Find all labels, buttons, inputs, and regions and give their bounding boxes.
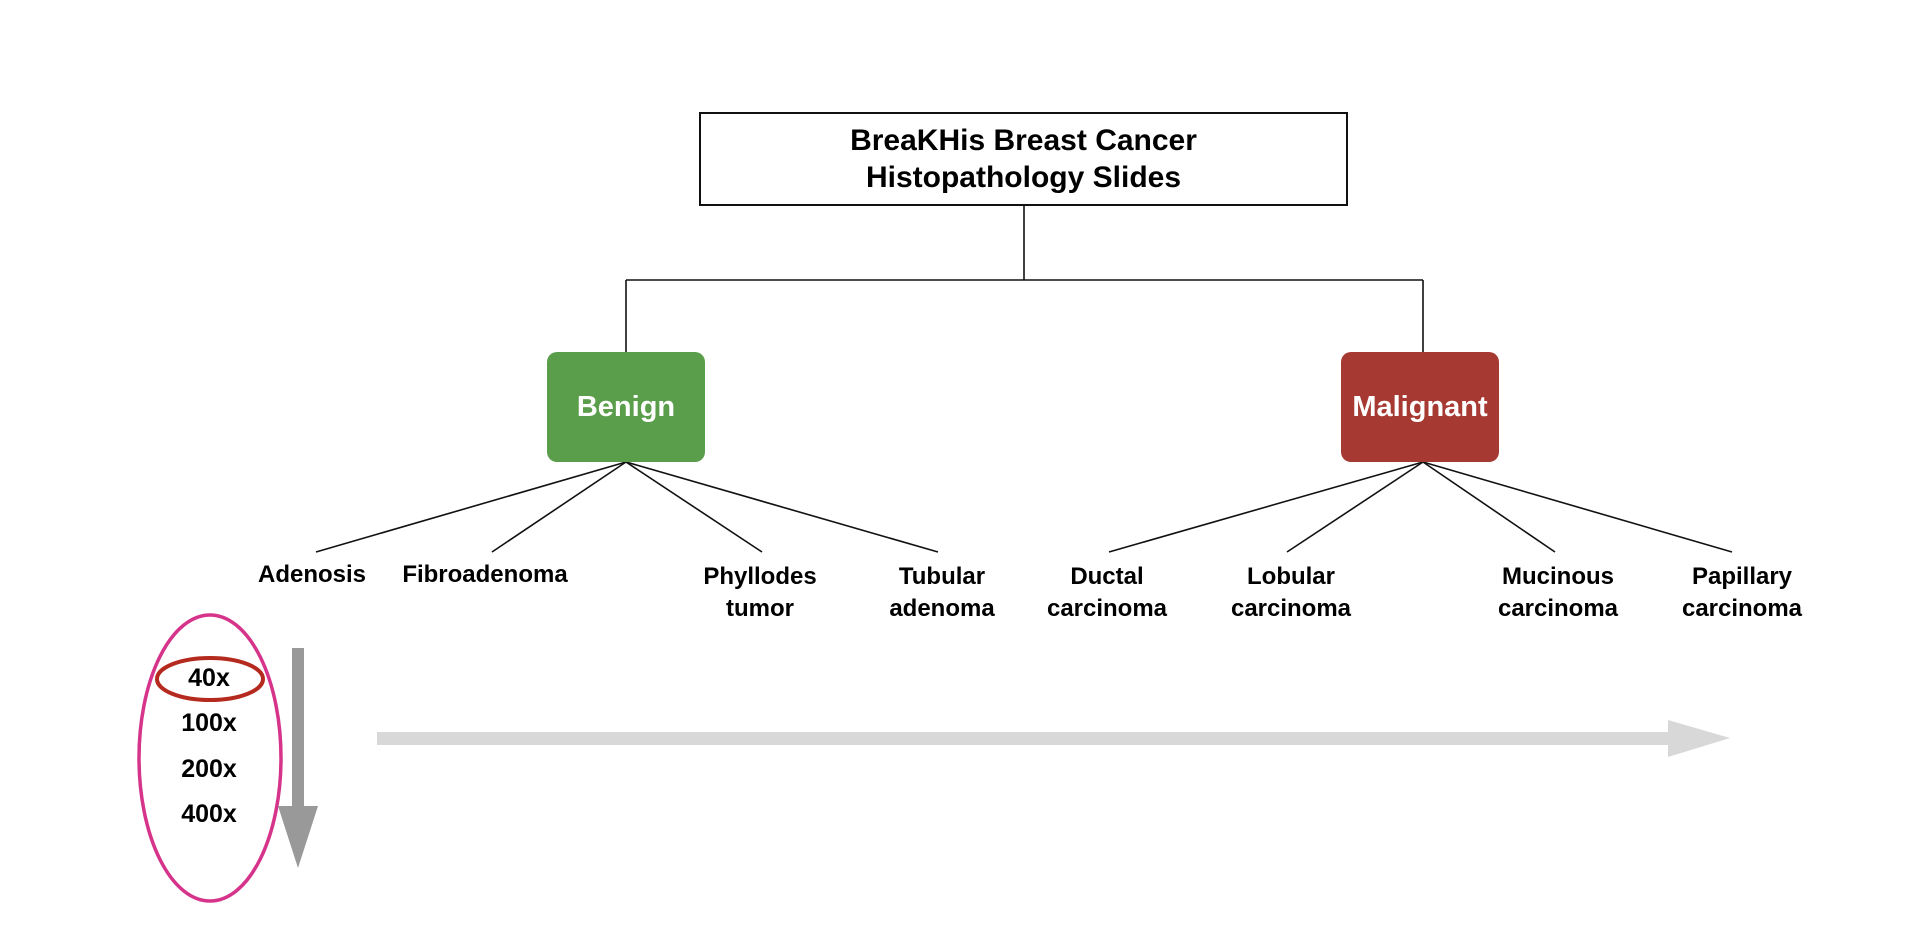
- subtype-tubular-adenoma: Tubular adenoma: [847, 561, 1037, 625]
- subtype-fibroadenoma: Fibroadenoma: [390, 559, 580, 591]
- subtype-line2: carcinoma: [1046, 595, 1168, 622]
- benign-tubular-line: [625, 461, 939, 553]
- subtype-line1: Adenosis: [257, 561, 367, 588]
- down-arrow-head: [278, 806, 318, 868]
- right-arrow-head: [1668, 720, 1730, 757]
- benign-fibroadenoma-line: [491, 461, 627, 553]
- subtype-line1: Lobular: [1247, 563, 1335, 590]
- malignant-papillary-line: [1422, 461, 1733, 553]
- malignant-ductal-line: [1108, 461, 1424, 553]
- subtype-line1: Tubular: [898, 563, 986, 590]
- subtype-papillary-carcinoma: Papillary carcinoma: [1647, 561, 1837, 625]
- benign-adenosis-line: [315, 461, 627, 553]
- malignant-label: Malignant: [1352, 390, 1488, 423]
- subtype-phyllodes-tumor: Phyllodes tumor: [665, 561, 855, 625]
- root-node: BreaKHis Breast Cancer Histopathology Sl…: [699, 112, 1348, 206]
- subtype-line1: Mucinous: [1502, 563, 1614, 590]
- subtype-lobular-carcinoma: Lobular carcinoma: [1196, 561, 1386, 625]
- malignant-node: Malignant: [1341, 352, 1499, 462]
- root-title-line1: BreaKHis Breast Cancer: [850, 124, 1197, 157]
- subtype-adenosis: Adenosis: [217, 559, 407, 591]
- magnification-100x: 100x: [181, 709, 237, 737]
- magnification-400x: 400x: [181, 800, 237, 828]
- subtype-line2: adenoma: [889, 595, 995, 622]
- right-arrow-shaft: [377, 732, 1671, 745]
- subtype-mucinous-carcinoma: Mucinous carcinoma: [1463, 561, 1653, 625]
- subtype-line1: Papillary: [1691, 563, 1793, 590]
- benign-node: Benign: [547, 352, 705, 462]
- magnification-200x: 200x: [181, 755, 237, 783]
- magnification-ellipse: [137, 613, 283, 903]
- benign-label: Benign: [576, 390, 676, 423]
- subtype-ductal-carcinoma: Ductal carcinoma: [1012, 561, 1202, 625]
- subtype-line1: Ductal: [1070, 563, 1144, 590]
- magnification-40x: 40x: [188, 664, 230, 692]
- down-arrow-shaft: [292, 648, 304, 808]
- malignant-lobular-line: [1286, 461, 1424, 553]
- root-title-line2: Histopathology Slides: [865, 161, 1182, 194]
- selected-magnification-ellipse: [155, 656, 265, 702]
- subtype-line2: carcinoma: [1497, 595, 1619, 622]
- benign-phyllodes-line: [625, 461, 763, 553]
- subtype-line1: Phyllodes: [703, 563, 817, 590]
- subtype-line2: carcinoma: [1230, 595, 1352, 622]
- subtype-line1: Fibroadenoma: [402, 561, 568, 588]
- subtype-line2: carcinoma: [1681, 595, 1803, 622]
- subtype-line2: tumor: [726, 595, 794, 622]
- malignant-mucinous-line: [1422, 461, 1556, 553]
